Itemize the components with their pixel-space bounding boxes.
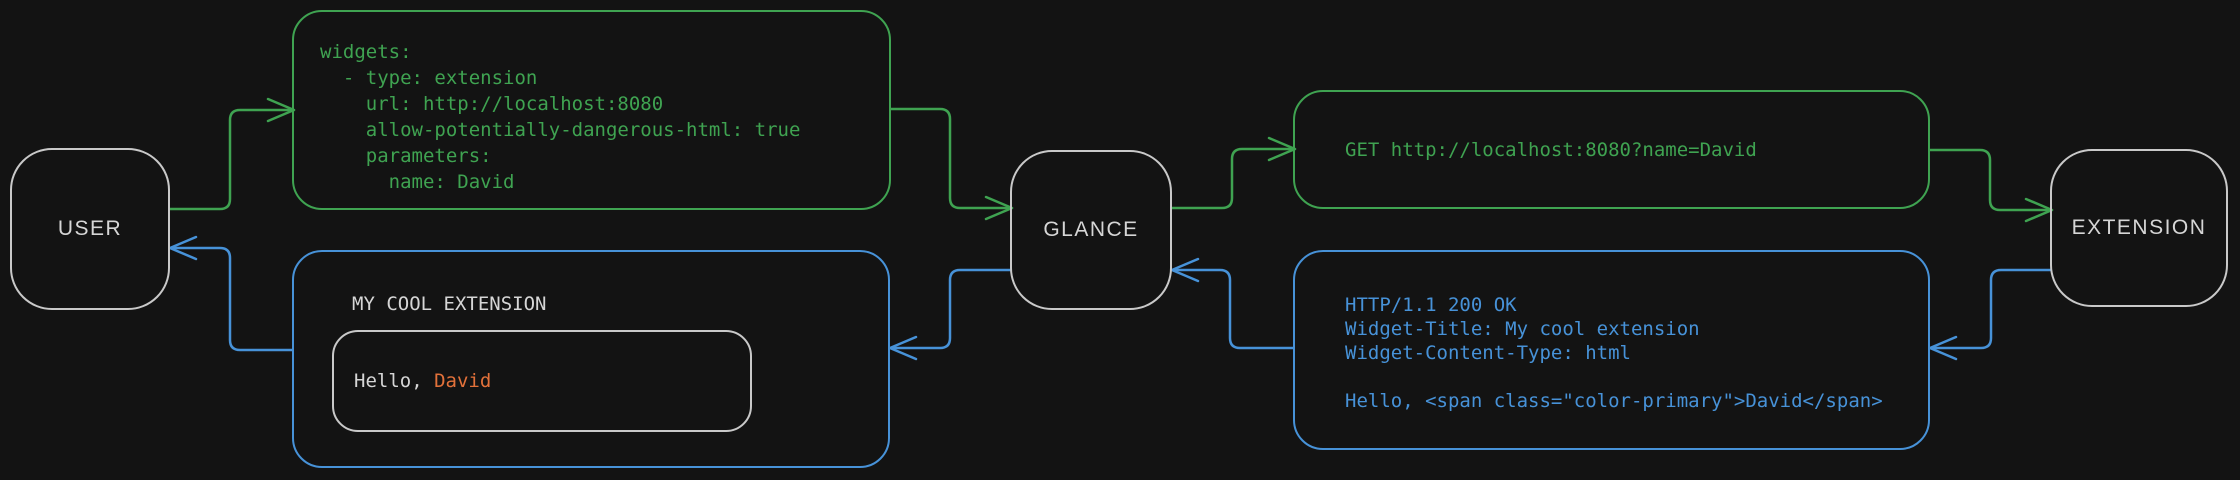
yaml-config-code: widgets: - type: extension url: http://l… [320,41,801,193]
greeting-prefix: Hello, [354,370,435,392]
get-request-text: GET http://localhost:8080?name=David [1345,138,1757,161]
glance-node: GLANCE [1010,150,1172,310]
extension-node: EXTENSION [2050,149,2228,307]
arrowhead-into-config-icon [266,97,296,123]
widget-title: MY COOL EXTENSION [352,293,547,315]
edge-user-to-config [168,108,292,211]
arrowhead-into-glance-icon [984,195,1014,221]
greeting-name: David [434,370,492,392]
edge-request-to-extension [1928,148,2050,212]
get-request-box: GET http://localhost:8080?name=David [1293,90,1930,209]
arrowhead-into-extension-icon [2024,197,2054,223]
rendered-widget-box: MY COOL EXTENSION Hello, David [292,250,890,468]
extension-node-label: EXTENSION [2071,216,2207,239]
arrowhead-into-glance-blue-icon [1170,257,1200,283]
glance-node-label: GLANCE [1043,218,1139,241]
edge-widget-to-user [172,246,294,352]
user-node-label: USER [57,217,123,240]
user-node: USER [10,148,170,310]
greeting-text: Hello, David [354,370,491,392]
arrowhead-into-response-icon [1928,335,1958,361]
http-response-code: HTTP/1.1 200 OK Widget-Title: My cool ex… [1345,294,1883,412]
edge-glance-to-widget [892,268,1012,350]
http-response-box: HTTP/1.1 200 OK Widget-Title: My cool ex… [1293,250,1930,450]
arrowhead-into-request-icon [1267,136,1297,162]
widget-content-frame: Hello, David [332,330,752,432]
arrowhead-into-widget-icon [888,335,918,361]
edge-response-to-glance [1174,268,1295,350]
edge-config-to-glance [889,107,1010,210]
arrowhead-into-user-icon [168,235,198,261]
yaml-config-box: widgets: - type: extension url: http://l… [292,10,891,210]
edge-extension-to-response [1932,268,2052,350]
edge-glance-to-request [1170,147,1293,210]
